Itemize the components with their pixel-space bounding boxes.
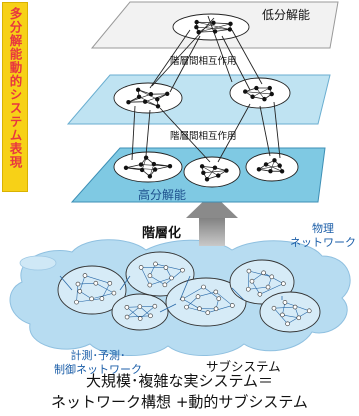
- cluster-node: [228, 27, 232, 31]
- high-resolution-label: 高分解能: [138, 186, 186, 203]
- cluster-node: [124, 166, 128, 170]
- cluster-node: [139, 162, 143, 166]
- cluster-node: [143, 100, 147, 104]
- interaction-label-upper: 階層間相互作用: [170, 53, 237, 67]
- cluster-node: [270, 92, 274, 96]
- cluster-node: [126, 100, 130, 104]
- side-label: 多分解能動的システム表現: [6, 3, 25, 169]
- cluster-node: [211, 21, 215, 25]
- cluster-node: [196, 30, 200, 34]
- cluster-node: [280, 169, 284, 173]
- plane-middle: [68, 75, 330, 124]
- hierarchy-label: 階層化: [142, 222, 181, 241]
- cluster-node: [257, 167, 261, 171]
- cluster-node: [153, 167, 157, 171]
- cluster-node: [254, 86, 258, 90]
- cluster-node: [149, 92, 153, 96]
- cluster-node: [194, 20, 198, 24]
- cluster-node: [264, 162, 268, 166]
- caption-line1: 大規模･複雑な実システム＝: [0, 370, 359, 391]
- cluster-node: [268, 86, 272, 90]
- cluster-node: [155, 97, 159, 101]
- control-network-line1: 計測･予測･: [54, 349, 142, 363]
- cluster-node: [165, 92, 169, 96]
- low-resolution-label: 低分解能: [262, 6, 310, 23]
- cluster-node: [224, 168, 228, 172]
- physical-network-line2: ネットワーク: [290, 236, 356, 250]
- physical-network-label: 物理 ネットワーク: [290, 222, 356, 250]
- cluster-node: [213, 165, 217, 169]
- cluster-node: [250, 95, 254, 99]
- caption-line2: ネットワーク構想 +動的サブシステム: [0, 391, 359, 412]
- cluster-node: [268, 169, 272, 173]
- cluster-node: [156, 104, 160, 108]
- cluster-node: [262, 97, 266, 101]
- cluster-node: [228, 22, 232, 26]
- cluster-node: [213, 29, 217, 33]
- cluster-node: [144, 155, 148, 159]
- cluster-node: [136, 88, 140, 92]
- cluster-node: [140, 168, 144, 172]
- cluster-node: [277, 163, 281, 167]
- interaction-label-lower: 階層間相互作用: [170, 128, 237, 142]
- cluster-node: [148, 174, 152, 178]
- cluster-node: [205, 177, 209, 181]
- cluster-node: [201, 171, 205, 175]
- cluster-node: [152, 162, 156, 166]
- cluster-node: [194, 25, 198, 29]
- cluster-node: [272, 158, 276, 162]
- cluster-node: [168, 164, 172, 168]
- physical-network-line1: 物理: [290, 222, 356, 236]
- cluster-node: [200, 164, 204, 168]
- side-label-box: 多分解能動的システム表現: [2, 2, 28, 192]
- cluster-node: [216, 173, 220, 177]
- cluster-node: [137, 95, 141, 99]
- cluster-node: [243, 89, 247, 93]
